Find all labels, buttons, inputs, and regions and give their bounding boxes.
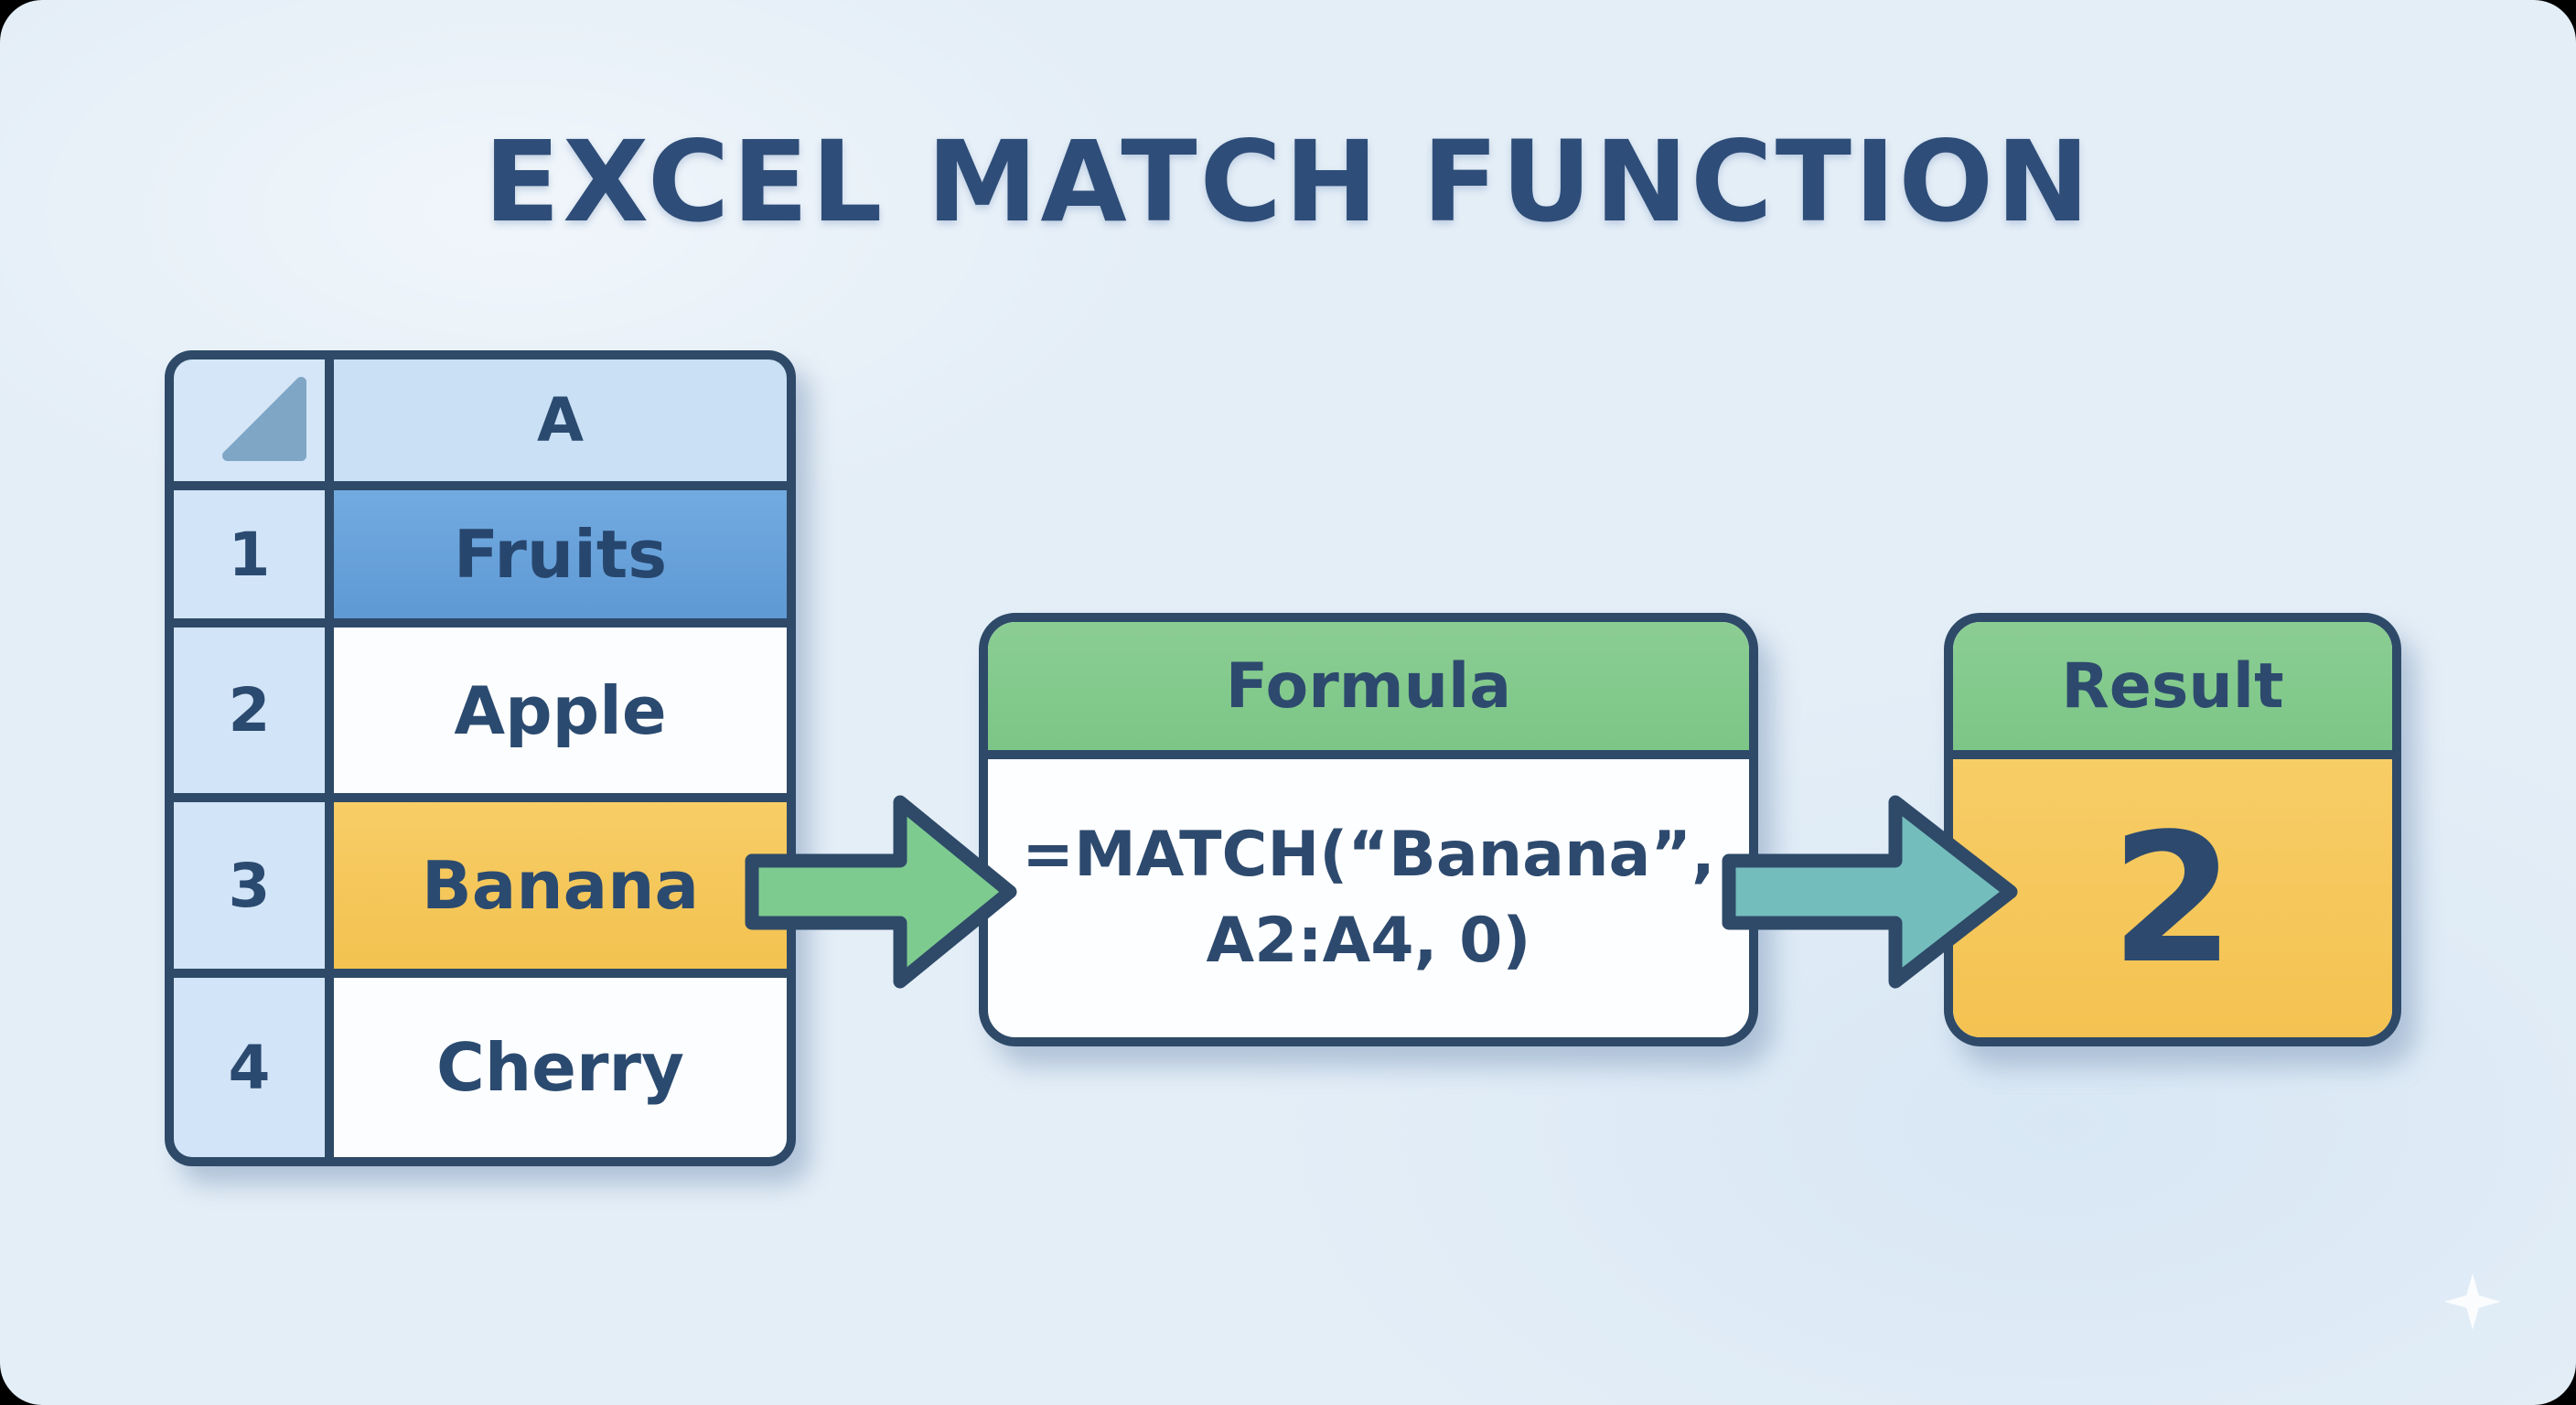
- result-box-body: 2: [1953, 759, 2392, 1037]
- row-number-2: 2: [174, 627, 325, 793]
- formula-text-line1: =MATCH(“Banana”,: [1022, 819, 1715, 892]
- column-header-a: A: [334, 359, 787, 481]
- sparkle-icon: [2444, 1273, 2501, 1330]
- select-all-corner-cell: [174, 359, 325, 481]
- arrow-right-icon: [1722, 795, 2018, 989]
- cell-a3-banana: Banana: [334, 802, 787, 969]
- row-number-1: 1: [174, 490, 325, 618]
- result-box: Result 2: [1944, 613, 2401, 1046]
- page-title: EXCEL MATCH FUNCTION: [483, 117, 2093, 247]
- formula-box-header: Formula: [988, 622, 1749, 759]
- result-value: 2: [2110, 794, 2235, 1003]
- cell-a2-apple: Apple: [334, 627, 787, 793]
- cell-a1-fruits: Fruits: [334, 490, 787, 618]
- formula-text-line2: A2:A4, 0): [1206, 905, 1531, 977]
- row-number-4: 4: [174, 978, 325, 1157]
- arrow-right-icon: [745, 795, 1017, 989]
- row-number-3: 3: [174, 802, 325, 969]
- spreadsheet-table: A 1 Fruits 2 Apple 3 Banana 4 Cherry: [165, 350, 796, 1166]
- formula-box-body: =MATCH(“Banana”, A2:A4, 0): [988, 759, 1749, 1037]
- select-all-triangle-icon: [222, 377, 306, 461]
- cell-a4-cherry: Cherry: [334, 978, 787, 1157]
- formula-box: Formula =MATCH(“Banana”, A2:A4, 0): [979, 613, 1758, 1046]
- result-box-header: Result: [1953, 622, 2392, 759]
